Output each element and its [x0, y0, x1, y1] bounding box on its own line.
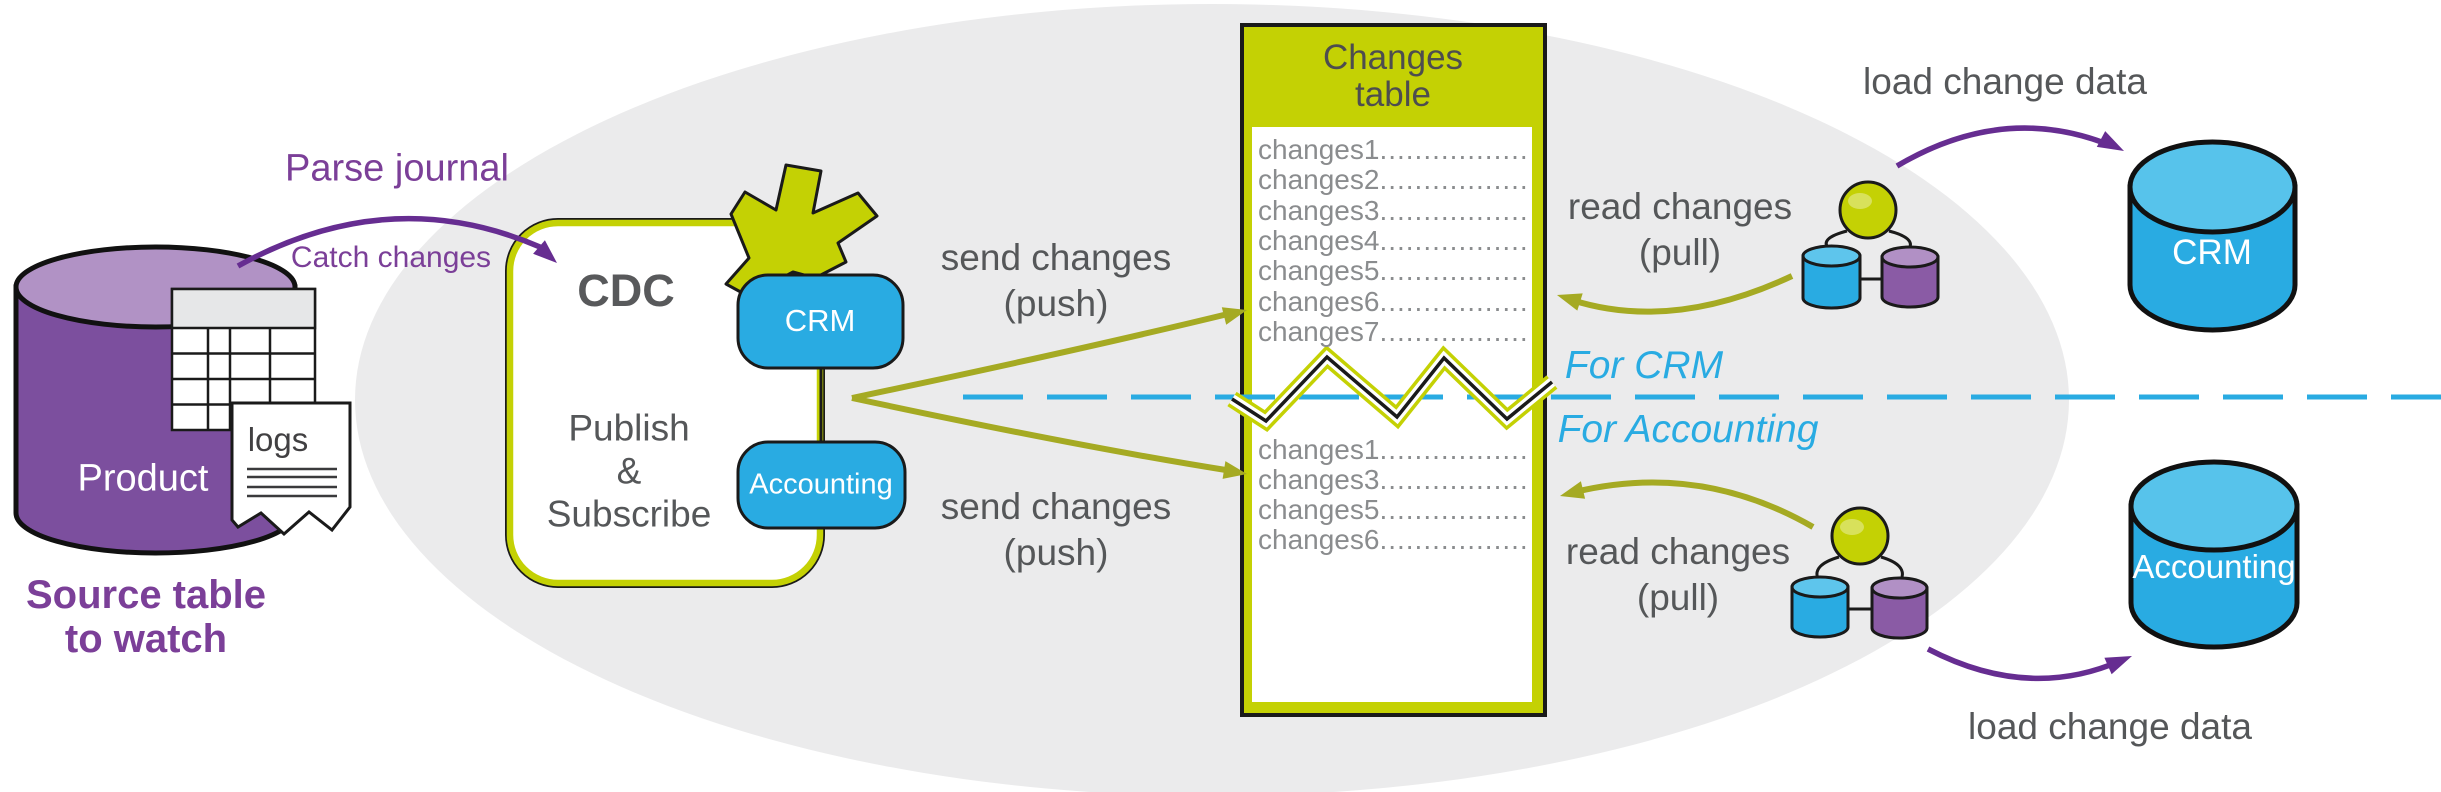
row-label: changes1: [1258, 135, 1380, 165]
load-change-data-bottom-label: load change data: [1968, 706, 2252, 747]
row-leader-dots: ..............................: [1379, 165, 1526, 195]
table-row: changes6..............................: [1258, 525, 1526, 555]
table-row: changes4..............................: [1258, 226, 1526, 256]
crm-database-cylinder: [2127, 139, 2298, 333]
load-change-data-top-label: load change data: [1863, 61, 2147, 102]
row-label: changes2: [1258, 165, 1380, 195]
table-row: changes6..............................: [1258, 287, 1526, 317]
changes-table-header: Changes table: [1323, 39, 1463, 113]
for-accounting-label: For Accounting: [1557, 408, 1819, 451]
row-label: changes5: [1258, 256, 1380, 286]
crm-pill-label: CRM: [784, 303, 856, 338]
read-top-line2: (pull): [1638, 232, 1722, 273]
read-changes-bottom-label: read changes (pull): [1566, 529, 1790, 621]
source-caption-line2: to watch: [64, 617, 228, 661]
crm-pill-shape: [736, 273, 905, 370]
table-row: changes3..............................: [1258, 465, 1526, 495]
cdc-pubsub-label: Publish & Subscribe: [547, 407, 712, 536]
send-changes-top-label: send changes (push): [941, 235, 1171, 327]
row-leader-dots: ..............................: [1379, 196, 1526, 226]
accounting-pill-label: Accounting: [749, 468, 893, 501]
load-arrows: [1895, 125, 2132, 682]
row-label: changes5: [1258, 495, 1380, 525]
send-bottom-line2: (push): [1003, 532, 1109, 573]
row-label: changes6: [1258, 525, 1380, 555]
pull-arrows: [1557, 273, 1815, 530]
changes-table-header-line2: table: [1355, 75, 1431, 114]
send-changes-bottom-label: send changes (push): [941, 484, 1171, 576]
read-bottom-line1: read changes: [1565, 531, 1791, 572]
accounting-cylinder-label: Accounting: [2132, 548, 2296, 585]
for-crm-label: For CRM: [1564, 344, 1724, 387]
row-leader-dots: ..............................: [1379, 135, 1526, 165]
send-bottom-line1: send changes: [940, 486, 1172, 527]
crm-consumer-cluster-icon: [1801, 180, 1940, 310]
table-row: changes3..............................: [1258, 196, 1526, 226]
crm-cylinder-label: CRM: [2172, 233, 2252, 272]
parse-journal-label: Parse journal: [285, 147, 509, 190]
pubsub-line1: Publish: [568, 407, 690, 449]
row-label: changes3: [1258, 465, 1380, 495]
parse-journal-arrow: [236, 215, 557, 269]
row-label: changes4: [1258, 226, 1380, 256]
changes-table-header-line1: Changes: [1322, 38, 1464, 77]
row-leader-dots: ..............................: [1379, 435, 1526, 465]
accounting-consumer-cluster-icon: [1790, 506, 1929, 640]
source-caption: Source table to watch: [26, 573, 266, 661]
row-leader-dots: ..............................: [1379, 525, 1526, 555]
accounting-database-cylinder: [2128, 459, 2300, 650]
pubsub-line3: Subscribe: [546, 493, 712, 535]
table-row: changes7..............................: [1258, 317, 1526, 347]
pubsub-line2: &: [616, 450, 642, 492]
table-tear-zigzag: [1227, 345, 1558, 432]
table-row: changes5..............................: [1258, 256, 1526, 286]
table-icon: [170, 287, 317, 432]
row-leader-dots: ..............................: [1379, 465, 1526, 495]
logs-label: logs: [247, 421, 309, 458]
product-cylinder-label: Product: [77, 457, 209, 500]
read-changes-top-label: read changes (pull): [1568, 184, 1792, 276]
row-label: changes3: [1258, 196, 1380, 226]
row-leader-dots: ..............................: [1379, 287, 1526, 317]
row-leader-dots: ..............................: [1379, 317, 1526, 347]
table-row: changes1..............................: [1258, 435, 1526, 465]
row-leader-dots: ..............................: [1379, 256, 1526, 286]
row-label: changes1: [1258, 435, 1380, 465]
source-caption-line1: Source table: [25, 573, 267, 617]
row-label: changes6: [1258, 287, 1380, 317]
send-top-line1: send changes: [940, 237, 1172, 278]
accounting-pill-shape: [736, 440, 907, 530]
catch-changes-label: Catch changes: [290, 241, 492, 274]
cdc-title: CDC: [577, 265, 675, 316]
row-label: changes7: [1258, 317, 1380, 347]
changes-table-shape: [1240, 23, 1547, 717]
table-row: changes1..............................: [1258, 135, 1526, 165]
row-leader-dots: ..............................: [1379, 226, 1526, 256]
push-arrows: [851, 307, 1247, 479]
send-top-line2: (push): [1003, 283, 1109, 324]
read-top-line1: read changes: [1567, 186, 1793, 227]
logs-document-icon: [230, 401, 352, 537]
read-bottom-line2: (pull): [1636, 577, 1720, 618]
table-row: changes5..............................: [1258, 495, 1526, 525]
row-leader-dots: ..............................: [1379, 495, 1526, 525]
table-row: changes2..............................: [1258, 165, 1526, 195]
